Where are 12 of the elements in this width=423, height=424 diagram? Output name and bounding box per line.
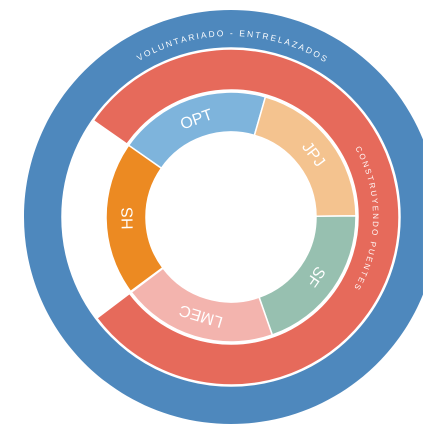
ring-label: VOLUNTARIADO - ENTRELAZADOS — [136, 30, 327, 62]
ring-label: CONSTRUYENDO PUENTES — [354, 146, 379, 290]
ring-label: OPT — [181, 108, 210, 128]
ring-segment — [254, 96, 357, 217]
ring-segment — [105, 144, 164, 292]
ring-label: JPJ — [302, 142, 326, 166]
ring-label: LMEC — [179, 306, 222, 328]
ring-label: HS — [121, 208, 133, 228]
ring-segment — [128, 91, 266, 169]
ring-segment — [130, 267, 274, 343]
ring-segment — [258, 215, 357, 336]
ring-label: SF — [310, 267, 325, 288]
